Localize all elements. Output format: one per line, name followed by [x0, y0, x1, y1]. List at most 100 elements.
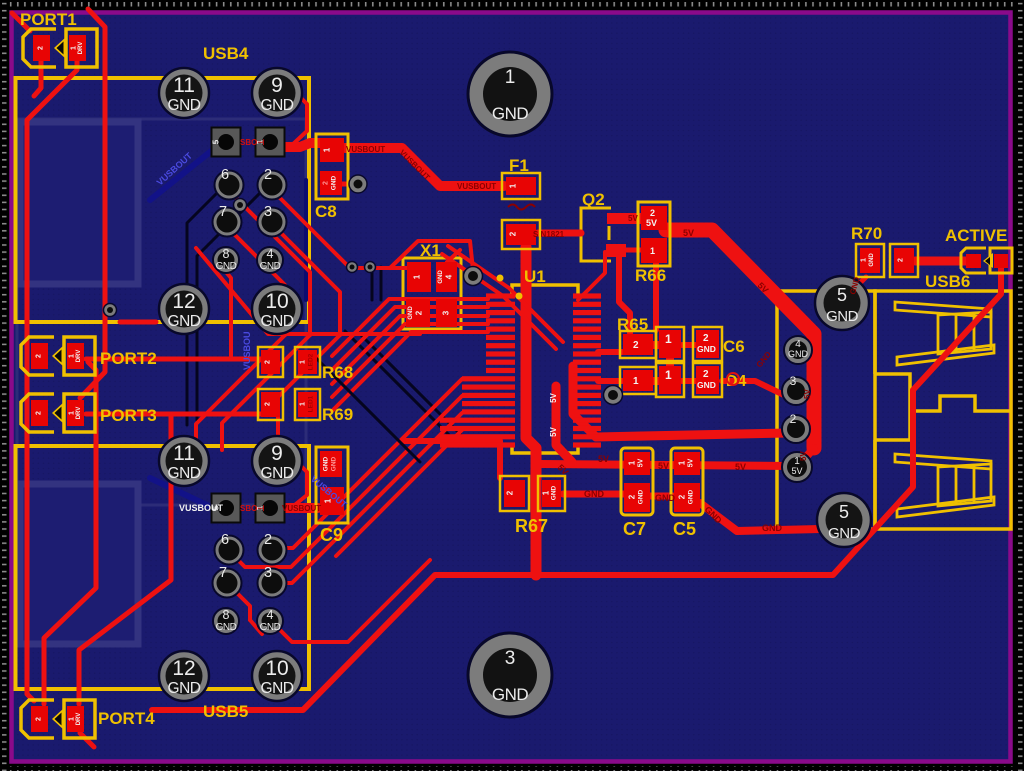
- svg-text:C7: C7: [623, 519, 646, 539]
- svg-text:GND: GND: [323, 456, 330, 471]
- svg-text:3: 3: [790, 374, 797, 388]
- svg-text:2: 2: [703, 369, 709, 380]
- svg-text:5: 5: [837, 285, 847, 305]
- svg-text:PORT3: PORT3: [100, 406, 157, 425]
- svg-text:3: 3: [264, 204, 272, 220]
- svg-text:5V: 5V: [658, 461, 669, 471]
- svg-text:5V: 5V: [688, 458, 695, 467]
- svg-text:2: 2: [265, 360, 272, 364]
- svg-text:R67: R67: [515, 516, 548, 536]
- svg-text:5V: 5V: [646, 218, 657, 228]
- svg-text:C6: C6: [723, 337, 745, 356]
- svg-text:VUSBOU: VUSBOU: [242, 331, 252, 370]
- svg-text:9: 9: [271, 442, 283, 465]
- svg-text:2: 2: [506, 490, 515, 495]
- svg-text:GND: GND: [697, 380, 716, 390]
- svg-text:2: 2: [633, 340, 639, 351]
- svg-text:GND: GND: [584, 489, 605, 499]
- svg-text:VUSBOUT: VUSBOUT: [457, 182, 496, 191]
- svg-text:12: 12: [172, 290, 195, 313]
- svg-text:VUSBOUT: VUSBOUT: [346, 145, 385, 154]
- svg-text:GND: GND: [168, 680, 201, 697]
- svg-text:SBO⊣: SBO⊣: [240, 504, 264, 513]
- svg-text:5V: 5V: [549, 392, 558, 402]
- svg-text:GND: GND: [492, 104, 529, 123]
- svg-text:PORT4: PORT4: [98, 709, 155, 728]
- svg-text:2: 2: [509, 231, 518, 236]
- svg-text:Q2: Q2: [582, 190, 605, 209]
- svg-text:1: 1: [323, 147, 332, 152]
- svg-text:5V: 5V: [803, 389, 812, 399]
- svg-text:1: 1: [861, 258, 868, 262]
- svg-text:USB5: USB5: [203, 702, 248, 721]
- svg-text:S N1821: S N1821: [533, 230, 565, 239]
- svg-text:1: 1: [794, 456, 800, 467]
- svg-text:ACTIVE: ACTIVE: [945, 226, 1007, 245]
- svg-text:2: 2: [264, 532, 272, 548]
- svg-text:1: 1: [69, 717, 76, 721]
- svg-text:1: 1: [542, 490, 551, 495]
- svg-text:F1: F1: [509, 156, 529, 175]
- svg-text:11: 11: [173, 442, 195, 465]
- svg-text:7: 7: [219, 565, 227, 581]
- svg-text:GND: GND: [788, 349, 809, 359]
- svg-text:GND: GND: [551, 485, 558, 500]
- svg-text:5V: 5V: [549, 426, 558, 436]
- svg-text:DRV: DRV: [76, 407, 82, 420]
- svg-text:2: 2: [703, 333, 709, 344]
- svg-text:GND: GND: [762, 523, 783, 533]
- svg-text:C9: C9: [320, 525, 343, 545]
- svg-text:GND: GND: [492, 685, 529, 704]
- svg-text:1: 1: [300, 360, 307, 364]
- svg-text:GND: GND: [261, 465, 294, 482]
- svg-text:LED1: LED1: [308, 395, 315, 412]
- svg-text:8: 8: [223, 608, 230, 622]
- svg-text:LED2: LED2: [308, 353, 315, 370]
- svg-text:10: 10: [265, 657, 288, 680]
- svg-text:VUSBOUT: VUSBOUT: [179, 503, 224, 513]
- svg-text:GND: GND: [869, 253, 875, 267]
- svg-text:2: 2: [264, 167, 272, 183]
- svg-text:U1: U1: [524, 267, 546, 286]
- svg-text:GND: GND: [216, 622, 237, 633]
- svg-text:D4: D4: [726, 373, 747, 390]
- svg-text:1: 1: [300, 402, 307, 406]
- svg-text:GND: GND: [688, 489, 695, 504]
- svg-text:1: 1: [678, 460, 687, 465]
- svg-text:GND: GND: [697, 344, 716, 354]
- svg-text:2: 2: [36, 717, 43, 721]
- svg-text:9: 9: [271, 74, 283, 97]
- svg-text:2: 2: [678, 494, 687, 499]
- svg-text:VUSBOUT: VUSBOUT: [282, 504, 321, 513]
- svg-text:USB6: USB6: [925, 272, 970, 291]
- svg-text:1: 1: [413, 274, 422, 279]
- svg-text:USB4: USB4: [203, 44, 249, 63]
- svg-text:DRV: DRV: [76, 350, 82, 363]
- svg-text:1: 1: [665, 368, 672, 382]
- svg-text:R70: R70: [851, 224, 882, 243]
- svg-text:5: 5: [212, 505, 221, 510]
- svg-text:2: 2: [323, 181, 330, 185]
- svg-text:GND: GND: [828, 525, 861, 542]
- svg-text:GND: GND: [438, 270, 444, 284]
- svg-text:2: 2: [628, 494, 637, 499]
- svg-text:5V: 5V: [799, 451, 808, 461]
- svg-text:PORT1: PORT1: [20, 10, 77, 29]
- svg-text:4: 4: [267, 608, 274, 622]
- svg-text:GND: GND: [168, 313, 201, 330]
- svg-text:12: 12: [172, 657, 195, 680]
- svg-text:2: 2: [36, 354, 43, 358]
- svg-text:GND: GND: [408, 306, 414, 320]
- svg-text:1: 1: [665, 332, 672, 346]
- svg-text:GND: GND: [260, 261, 281, 272]
- svg-text:GND: GND: [216, 261, 237, 272]
- svg-text:1: 1: [69, 354, 76, 358]
- svg-text:C8: C8: [315, 202, 337, 221]
- svg-text:GND: GND: [261, 680, 294, 697]
- svg-text:4: 4: [267, 247, 274, 261]
- svg-text:GND: GND: [261, 313, 294, 330]
- svg-text:GND: GND: [261, 97, 294, 114]
- svg-text:1: 1: [256, 139, 265, 144]
- svg-text:PORT2: PORT2: [100, 349, 157, 368]
- svg-text:3: 3: [505, 648, 516, 669]
